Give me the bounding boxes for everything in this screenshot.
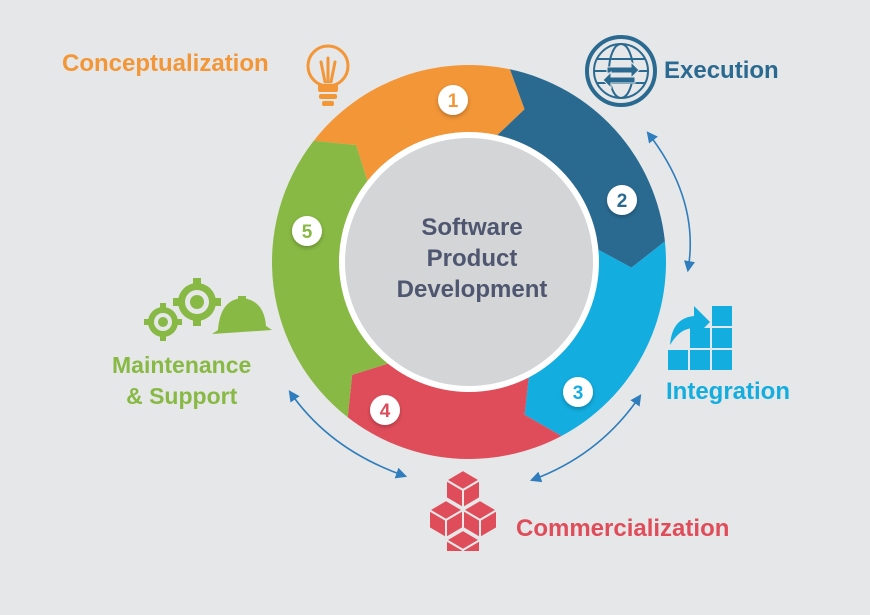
- center-title-line1: Software: [421, 214, 523, 241]
- badge-number: 5: [302, 222, 313, 243]
- badge-circle: [292, 216, 322, 246]
- gears-helmet-icon: [144, 278, 272, 341]
- ring-segment-conceptualization: [313, 64, 525, 184]
- badge-circle: [438, 85, 468, 115]
- badge-circle: [607, 185, 637, 215]
- stage-label-execution: Execution: [664, 57, 779, 84]
- ring-segment-maintenance: [272, 140, 391, 418]
- stage-label-integration: Integration: [666, 378, 790, 405]
- lightbulb-icon: [306, 44, 350, 106]
- badge-conceptualization: 1: [438, 85, 468, 115]
- stage-label-commercialization: Commercialization: [516, 515, 730, 542]
- badge-number: 4: [380, 401, 391, 422]
- badge-number: 1: [448, 91, 459, 112]
- arrow-integration-commercialization: [529, 394, 642, 483]
- badge-integration: 3: [563, 377, 593, 407]
- center-title: Software Product Development: [372, 212, 572, 305]
- stage-label-maintenance-line1: Maintenance: [112, 352, 252, 378]
- badge-commercialization: 4: [370, 395, 400, 425]
- cubes-icon: [427, 468, 499, 553]
- ring-segment-execution: [495, 69, 665, 268]
- ring-segment-integration: [524, 241, 667, 436]
- badge-number: 3: [573, 383, 584, 404]
- center-title-line3: Development: [396, 276, 548, 303]
- stage-label-maintenance-line2: & Support: [126, 383, 238, 409]
- arrow-maintenance-commercialization: [288, 390, 408, 479]
- stage-label-conceptualization: Conceptualization: [62, 50, 269, 77]
- inner-circle: [345, 138, 593, 386]
- arrow-execution-integration: [646, 131, 696, 273]
- badge-maintenance: 5: [292, 216, 322, 246]
- badge-execution: 2: [607, 185, 637, 215]
- center-title-line2: Product: [426, 245, 518, 272]
- globe-icon: [585, 35, 657, 107]
- badge-number: 2: [617, 191, 628, 212]
- stage-label-maintenance: Maintenance & Support: [112, 350, 251, 412]
- blocks-icon: [668, 306, 732, 370]
